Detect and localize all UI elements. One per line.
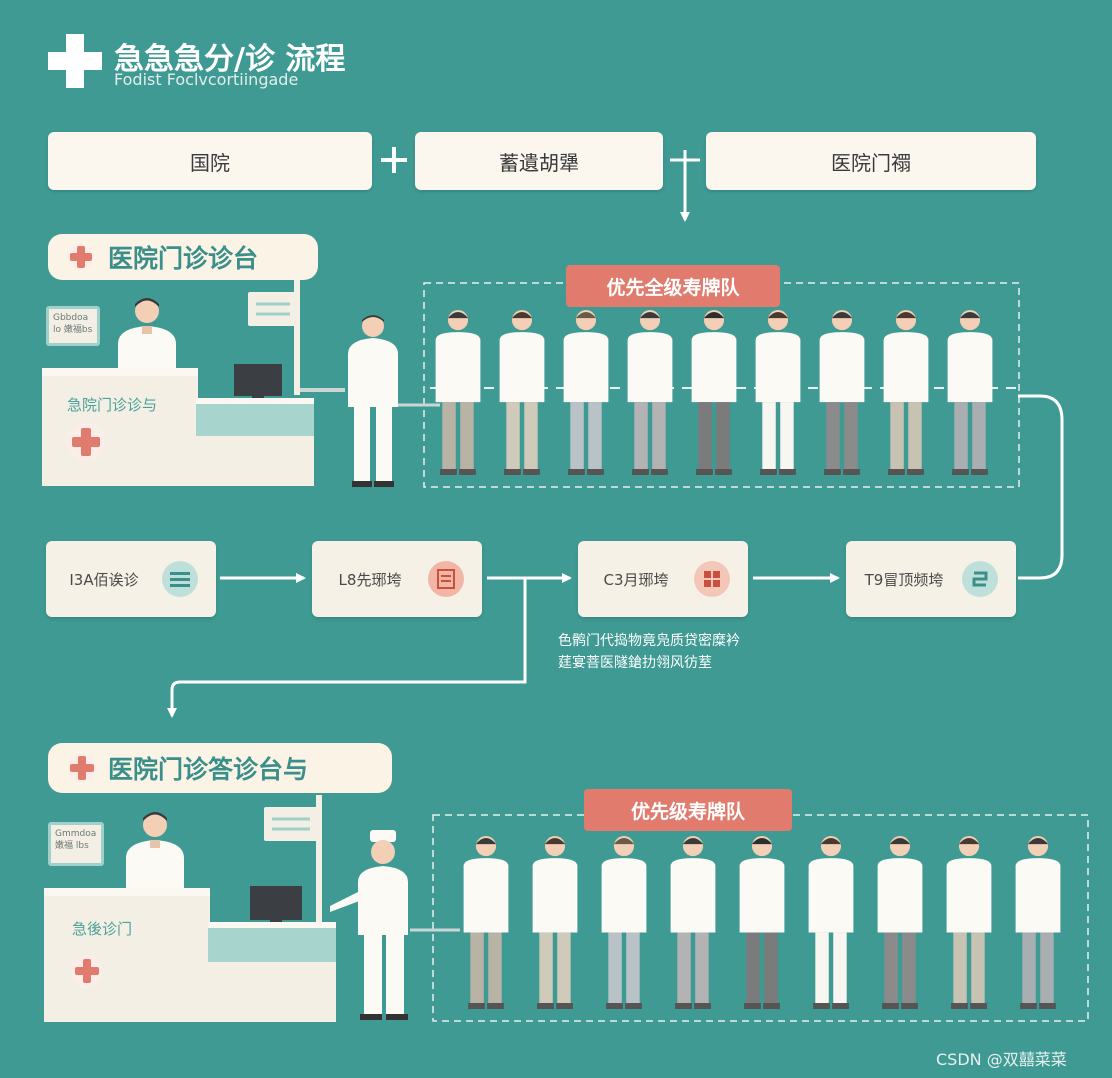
waiting-person: [627, 310, 673, 475]
waiting-person: [463, 836, 509, 1009]
waiting-person: [563, 310, 609, 475]
section2-reception-desk: 急後诊门: [44, 888, 210, 1022]
process-step-4-label: T9冒顶频垮: [864, 570, 944, 589]
process-step-1-label: I3A佰诶诊: [69, 570, 139, 589]
page-subtitle: Fodist Foclvcortiingade: [114, 70, 299, 89]
top-step-1: 国院: [48, 132, 372, 190]
desk-cross-icon: [71, 955, 103, 987]
waiting-person: [601, 836, 647, 1009]
section2-desk-label: 急後诊门: [72, 920, 133, 938]
process-note-line-1: 色鹘门代捣物竟凫质贷密糜衿: [558, 633, 740, 649]
waiting-person: [499, 310, 545, 475]
section1-title: 医院门诊诊台: [108, 244, 259, 273]
waiting-person: [532, 836, 578, 1009]
grid-icon: [694, 561, 730, 597]
process-note: 色鹘门代捣物竟凫质贷密糜衿 莛宴菩医隧鎗扐翎风彷荎: [558, 630, 740, 674]
process-note-line-2: 莛宴菩医隧鎗扐翎风彷荎: [558, 655, 712, 671]
watermark: CSDN @双囍菜菜: [936, 1050, 1067, 1069]
section2-queue-tag: 优先级寿牌队: [584, 789, 792, 831]
section1-desk-label: 急院门诊诊与: [67, 396, 158, 414]
list-icon: [162, 561, 198, 597]
process-step-3: C3月琊垮: [578, 541, 748, 617]
red-cross-icon: [68, 754, 96, 782]
process-step-2-label: L8先琊垮: [338, 570, 402, 589]
section2-receptionist: [126, 812, 184, 892]
waiting-person: [819, 310, 865, 475]
plus-connector-1: [381, 147, 407, 173]
process-step-4: T9冒顶频垮: [846, 541, 1016, 617]
waiting-person: [877, 836, 923, 1009]
section1-receptionist: [118, 298, 176, 372]
plus-connector-2: [670, 150, 700, 222]
section2-sign-post: [264, 795, 322, 925]
desk-cross-icon: [67, 423, 105, 461]
waiting-person: [883, 310, 929, 475]
waiting-person: [808, 836, 854, 1009]
section2-waiting-queue: [458, 834, 1078, 1014]
waiting-person: [755, 310, 801, 475]
section1-wall-sign: Gbbdoa lo 嫩福bs: [46, 306, 100, 346]
section1-waiting-queue: [430, 308, 1010, 480]
monitor-icon: [250, 886, 302, 924]
top-step-2: 蓄遺胡犟: [415, 132, 663, 190]
section1-staff: [348, 315, 398, 487]
section2-desk-side: [208, 922, 336, 1022]
section2-wall-sign: Gmmdoa 嫩福 lbs: [48, 822, 104, 866]
waiting-person: [691, 310, 737, 475]
page-title: 急急急分/诊 流程: [114, 42, 346, 77]
waiting-person: [946, 836, 992, 1009]
section1-header: 医院门诊诊台: [48, 234, 318, 280]
waiting-person: [670, 836, 716, 1009]
queue-area-1: [423, 282, 1020, 488]
section1-sign-post: [248, 280, 300, 395]
process-step-1: I3A佰诶诊: [46, 541, 216, 617]
red-cross-icon: [68, 244, 94, 270]
waiting-person: [947, 310, 993, 475]
waiting-person: [1015, 836, 1061, 1009]
section1-reception-desk: 急院门诊诊与: [42, 368, 198, 486]
section1-queue-tag: 优先全级寿牌队: [566, 265, 780, 307]
menu-icon: [962, 561, 998, 597]
waiting-person: [739, 836, 785, 1009]
section1-desk-side: [196, 398, 314, 486]
document-icon: [428, 561, 464, 597]
section2-header: 医院门诊答诊台与: [48, 743, 392, 793]
process-step-3-label: C3月琊垮: [603, 570, 669, 589]
process-step-2: L8先琊垮: [312, 541, 482, 617]
top-step-3: 医院门禤: [706, 132, 1036, 190]
section2-title: 医院门诊答诊台与: [108, 755, 309, 784]
monitor-icon: [234, 364, 282, 400]
waiting-person: [435, 310, 481, 475]
medical-cross-icon: [48, 34, 102, 88]
section2-nurse: [330, 830, 408, 1020]
